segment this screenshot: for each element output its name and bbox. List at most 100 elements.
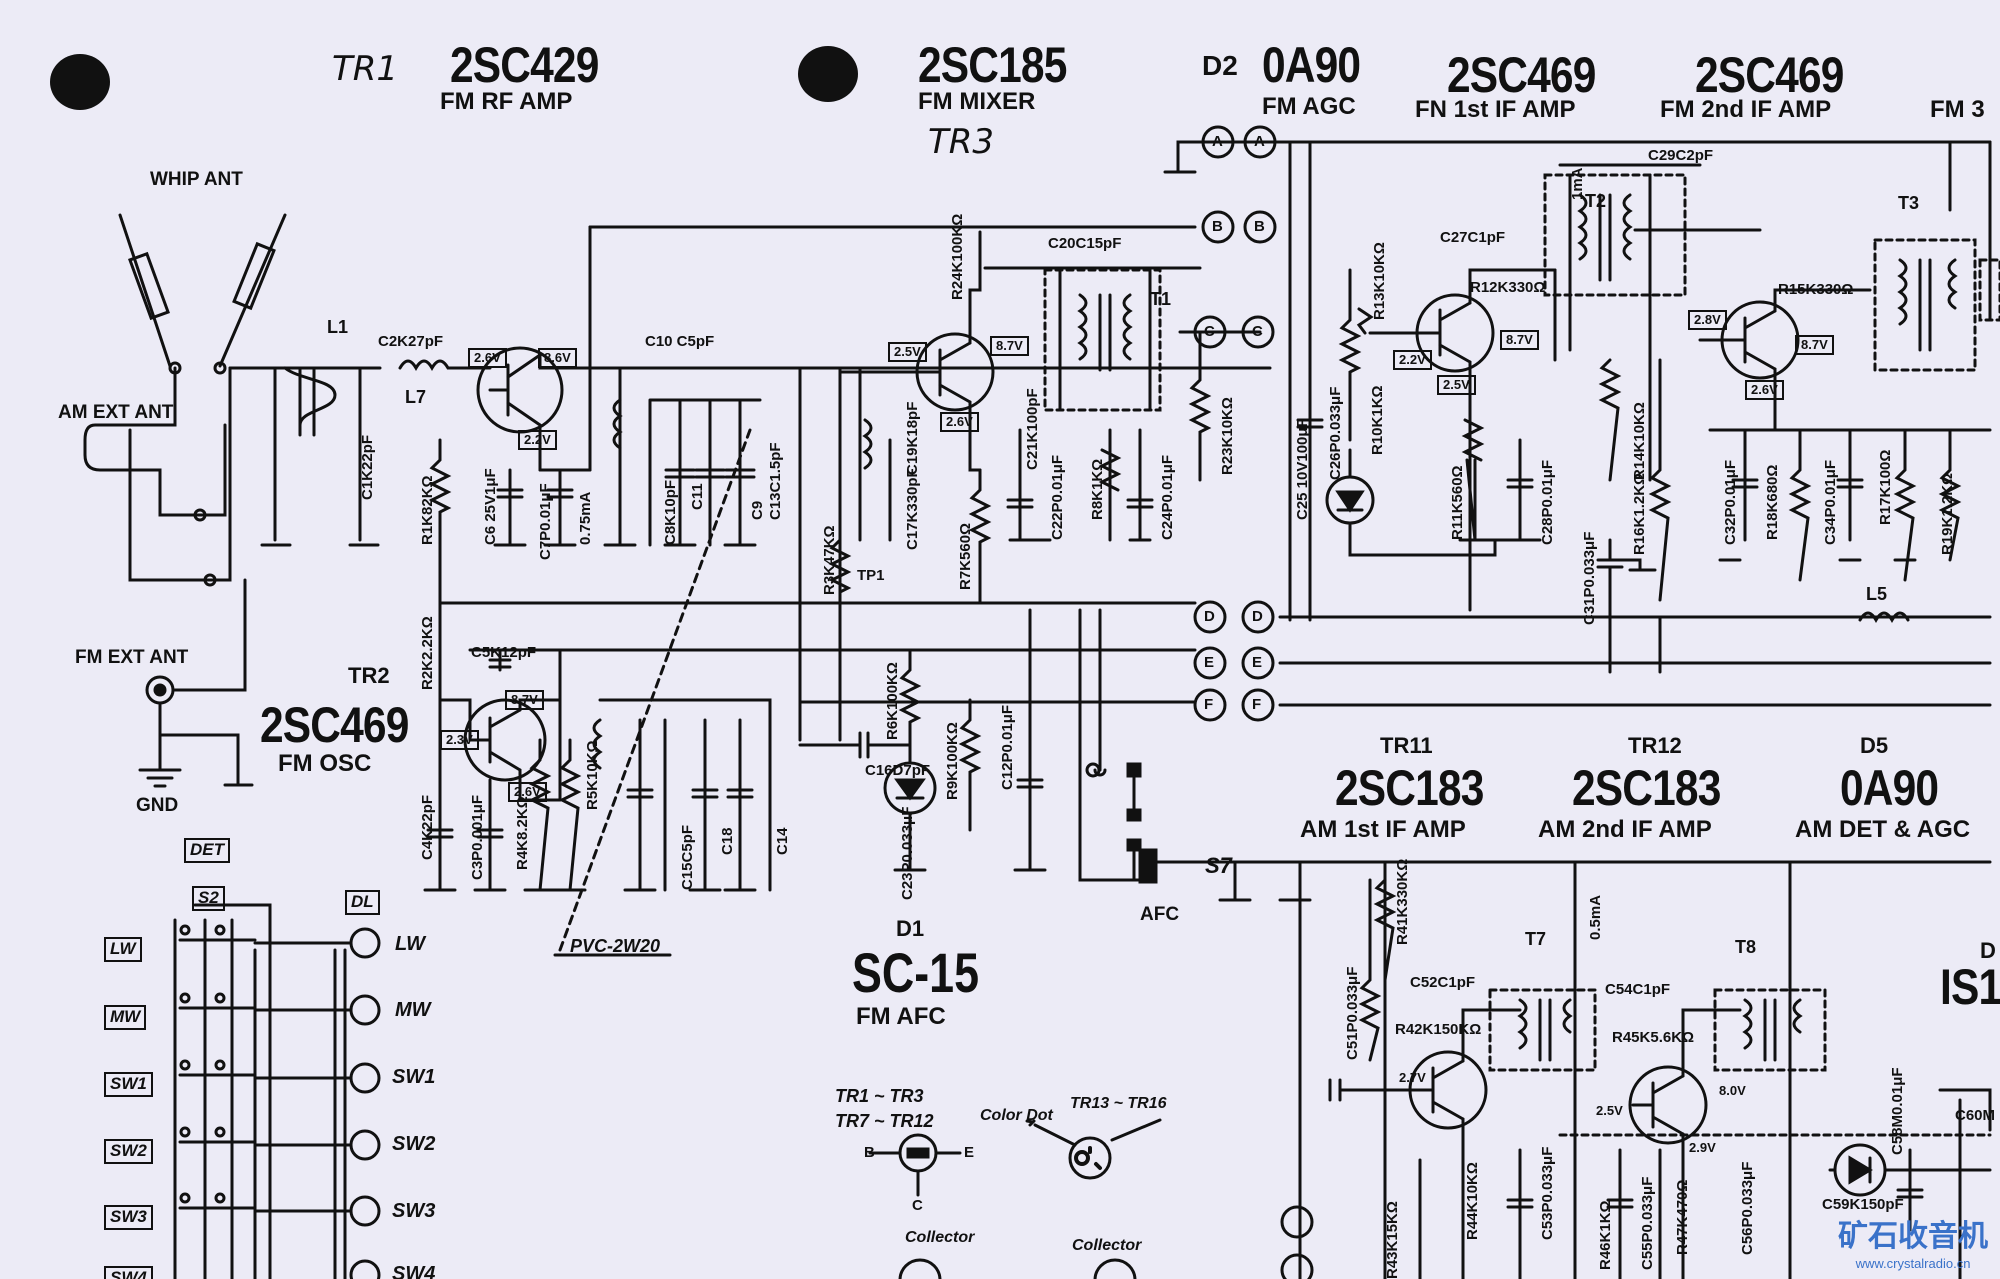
tr2-emitter-voltage: 2.6V <box>508 782 547 803</box>
whip-ant-label: WHIP ANT <box>150 169 243 190</box>
c6-label: C6 25V1μF <box>482 468 499 545</box>
legend-color-dot: Color Dot <box>980 1107 1053 1124</box>
band-label-sw2: SW2 <box>392 1133 436 1155</box>
bus-letter-d1: D <box>1204 608 1215 625</box>
band-box-sw2: SW2 <box>104 1139 153 1164</box>
pin-c-label: C <box>912 1197 923 1214</box>
am-c9-label: C60M <box>1955 1107 1996 1124</box>
am-c8-label: C58M0.01μF <box>1889 1067 1906 1155</box>
tr1-part-number: 2SC429 <box>450 37 599 93</box>
if1-base-voltage: 2.2V <box>1393 350 1432 371</box>
r4-label: R4K8.2KΩ <box>514 796 531 870</box>
t7-transformer <box>1488 988 1597 1072</box>
tr2-tag: TR2 <box>348 663 390 688</box>
d2-part-number: 0A90 <box>1262 37 1361 93</box>
tr1-tag: TR1 <box>332 49 399 89</box>
tr2-function: FM OSC <box>278 750 372 777</box>
fm-ext-connector <box>138 578 254 788</box>
bus-letter-b1: B <box>1212 218 1223 235</box>
c23-label: C23P0.033μF <box>899 806 916 900</box>
tr3-base-voltage: 2.5V <box>888 342 927 363</box>
c32-label: C32P0.01μF <box>1722 459 1739 545</box>
c21-label: C21K100pF <box>1024 388 1041 470</box>
r11-label: R11K560Ω <box>1449 465 1466 540</box>
tr3-tag: TR3 <box>928 122 995 162</box>
partial-part-number: IS1 <box>1940 959 2000 1015</box>
bus-letter-c1: C <box>1204 323 1215 340</box>
tr12-part-number: 2SC183 <box>1572 760 1721 816</box>
c12-label: C12P0.01μF <box>999 704 1016 790</box>
tr3-collector-voltage: 8.7V <box>990 336 1029 357</box>
if1-collector-voltage: 8.7V <box>1500 330 1539 351</box>
c31-label: C31P0.033μF <box>1581 531 1598 625</box>
am-c6-label: C56P0.033μF <box>1739 1161 1756 1255</box>
t1-label: T1 <box>1150 289 1172 309</box>
pin-b-label: B <box>864 1144 875 1161</box>
am-ext-ant-loop <box>83 366 227 517</box>
if2-part-number: 2SC469 <box>1695 47 1844 103</box>
dl-box: DL <box>345 890 380 915</box>
t2-label: T2 <box>1585 191 1607 211</box>
t8-transformer <box>1713 988 1827 1072</box>
tr1-emitter-voltage: 2.2V <box>518 430 557 451</box>
am-c7-label: C59K150pF <box>1822 1196 1904 1213</box>
am1-base-voltage: 2.7V <box>1399 1070 1426 1085</box>
r7-label: R7K560Ω <box>957 522 974 590</box>
r9-label: R9K100KΩ <box>944 722 961 800</box>
tr11-tag: TR11 <box>1380 733 1433 758</box>
c4-label: C4K22pF <box>419 794 436 860</box>
l7-label: L7 <box>405 387 427 407</box>
watermark: 矿石收音机 www.crystalradio.cn <box>1838 1211 1988 1273</box>
c5-label: C5K12pF <box>471 644 537 661</box>
if2-function: FM 2nd IF AMP <box>1660 96 1832 123</box>
c9-label: C9 <box>749 500 766 520</box>
collector-label-1: Collector <box>905 1229 975 1246</box>
r14-label: R14K10KΩ <box>1631 402 1648 480</box>
tr2-base-voltage: 2.3V <box>440 730 479 751</box>
d2-function: FM AGC <box>1262 93 1356 120</box>
c2-label: C2K27pF <box>378 333 444 350</box>
band-label-mw: MW <box>395 999 431 1021</box>
if2-collector-voltage: 8.7V <box>1795 335 1834 356</box>
c17-label: C17K330pF <box>904 468 921 550</box>
am-r7-label: R47K470Ω <box>1674 1179 1691 1255</box>
pinout-symbol-2 <box>1068 1136 1112 1180</box>
bus-letter-e2: E <box>1252 654 1263 671</box>
r23-label: R23K10KΩ <box>1219 397 1236 475</box>
c11-label: C11 <box>689 483 706 510</box>
t2-transformer <box>1543 173 1687 297</box>
r6-label: R6K100KΩ <box>884 662 901 740</box>
tr2-collector-voltage: 8.7V <box>505 690 544 711</box>
legend-group1: TR1 ~ TR3 <box>835 1086 924 1106</box>
am2-collector-voltage: 8.0V <box>1719 1083 1746 1098</box>
tr3-emitter-voltage: 2.6V <box>940 412 979 433</box>
tr1-base-voltage: 2.6V <box>468 348 507 369</box>
c3-label: C3P0.001μF <box>469 794 486 880</box>
bus-letter-d2: D <box>1252 608 1263 625</box>
t1-transformer <box>1043 268 1162 412</box>
am-r6-label: R46K1KΩ <box>1597 1200 1614 1270</box>
c18-label: C18 <box>719 827 736 855</box>
binder-hole-right <box>798 46 858 102</box>
l1-label: L1 <box>327 317 349 337</box>
det-box: DET <box>184 838 230 863</box>
d5-part-number: 0A90 <box>1840 760 1939 816</box>
band-label-sw3: SW3 <box>392 1200 436 1222</box>
r12-label: R12K330Ω <box>1470 279 1546 296</box>
bus-letter-f1: F <box>1204 696 1214 713</box>
whip-antenna-symbol <box>118 213 287 375</box>
d1-part-number: SC-15 <box>852 941 979 1004</box>
if2-emitter-voltage: 2.6V <box>1745 380 1784 401</box>
r7-resistor <box>968 468 992 605</box>
afc-label: AFC <box>1140 904 1180 925</box>
am-c4-label: C54C1pF <box>1605 981 1671 998</box>
am-r1-label: R41K330KΩ <box>1394 858 1411 945</box>
t8-label: T8 <box>1735 937 1757 957</box>
band-box-sw3: SW3 <box>104 1205 153 1230</box>
tr1-function: FM RF AMP <box>440 88 573 115</box>
band-label-sw4: SW4 <box>392 1263 436 1279</box>
partial-d-tag: D <box>1980 938 1996 963</box>
r19-label: R19K1.2KΩ <box>1939 472 1956 555</box>
am-r2-label: R42K150KΩ <box>1395 1021 1482 1038</box>
